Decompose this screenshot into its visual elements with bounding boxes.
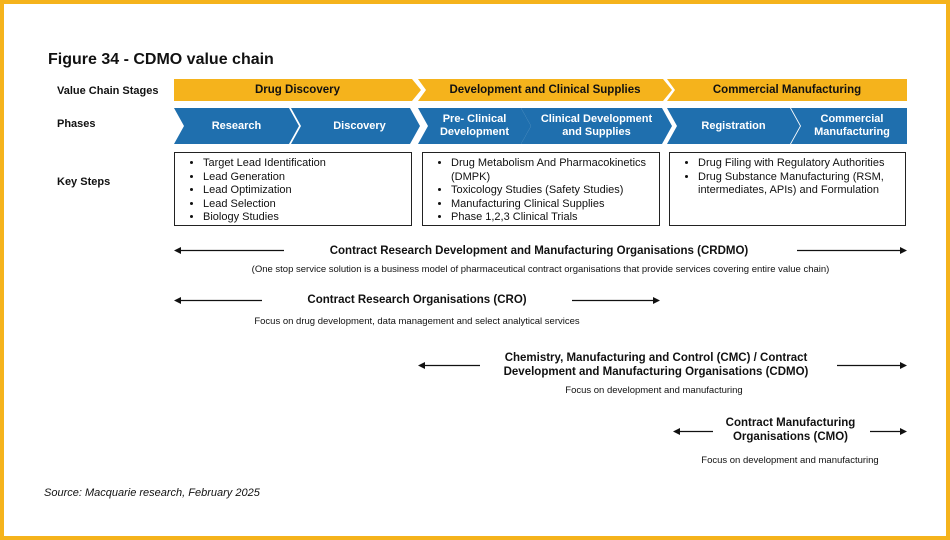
stage-label: Drug Discovery	[254, 84, 340, 96]
phase-chevron-shape	[667, 108, 800, 144]
phase-chevron-shape	[521, 108, 672, 144]
phase-label: Commercial Manufacturing	[814, 113, 890, 138]
phase-chevron-shape	[291, 108, 420, 144]
cro-subtitle: Focus on drug development, data manageme…	[254, 316, 580, 327]
cmo-subtitle: Focus on development and manufacturing	[701, 455, 879, 466]
cro-left-arrow	[174, 296, 262, 305]
key-step-item: Drug Metabolism And Pharmacokinetics (DM…	[451, 157, 653, 184]
stage-arrow-shape	[418, 79, 672, 101]
phase-label: Discovery	[333, 119, 386, 132]
cdmo-subtitle: Focus on development and manufacturing	[565, 385, 743, 396]
row-label-phases: Phases	[57, 118, 96, 130]
phase-chevron-shape	[418, 108, 531, 144]
stage-drug-discovery: Drug Discovery	[174, 79, 421, 101]
phase-label: Pre- Clinical Development	[439, 113, 510, 138]
key-step-item: Toxicology Studies (Safety Studies)	[451, 184, 653, 198]
phase-discovery: Discovery	[291, 108, 420, 144]
key-step-item: Drug Substance Manufacturing (RSM, inter…	[698, 171, 899, 198]
stage-commercial-manufacturing: Commercial Manufacturing	[667, 79, 907, 101]
crdmo-right-arrow	[797, 246, 907, 255]
key-step-item: Phase 1,2,3 Clinical Trials	[451, 211, 653, 225]
cmo-right-arrow	[870, 427, 907, 436]
key-steps-box-commercial: Drug Filing with Regulatory Authorities …	[669, 152, 906, 226]
key-step-item: Lead Optimization	[203, 184, 405, 198]
crdmo-left-arrow	[174, 246, 284, 255]
phase-label: Research	[211, 119, 262, 132]
phase-research: Research	[174, 108, 299, 144]
phase-chevron-shape	[791, 108, 907, 144]
row-label-stages: Value Chain Stages	[57, 85, 159, 97]
crdmo-title: Contract Research Development and Manufa…	[329, 245, 749, 257]
phase-commercial-manufacturing: Commercial Manufacturing	[791, 108, 907, 144]
phase-clinical-development: Clinical Development and Supplies	[521, 108, 672, 144]
key-step-item: Manufacturing Clinical Supplies	[451, 198, 653, 212]
crdmo-subtitle: (One stop service solution is a business…	[251, 264, 830, 275]
key-step-item: Lead Selection	[203, 198, 405, 212]
source-note: Source: Macquarie research, February 202…	[44, 487, 260, 499]
figure-title: Figure 34 - CDMO value chain	[48, 51, 274, 68]
stage-label: Development and Clinical Supplies	[449, 84, 641, 96]
cmo-title: Contract Manufacturing Organisations (CM…	[725, 417, 856, 443]
cdmo-right-arrow	[837, 361, 907, 370]
cmo-left-arrow	[673, 427, 713, 436]
key-steps-box-discovery: Target Lead Identification Lead Generati…	[174, 152, 412, 226]
stage-development-clinical: Development and Clinical Supplies	[418, 79, 672, 101]
stage-label: Commercial Manufacturing	[712, 84, 862, 96]
stage-arrow-shape	[667, 79, 907, 101]
key-step-item: Biology Studies	[203, 211, 405, 225]
key-step-item: Target Lead Identification	[203, 157, 405, 171]
phase-pre-clinical: Pre- Clinical Development	[418, 108, 531, 144]
stage-arrow-shape	[174, 79, 421, 101]
row-label-key-steps: Key Steps	[57, 176, 111, 188]
key-step-item: Lead Generation	[203, 171, 405, 185]
phase-chevron-shape	[174, 108, 299, 144]
cdmo-left-arrow	[418, 361, 480, 370]
phase-label: Clinical Development and Supplies	[540, 113, 653, 138]
key-steps-box-development: Drug Metabolism And Pharmacokinetics (DM…	[422, 152, 660, 226]
phase-registration: Registration	[667, 108, 800, 144]
cdmo-title: Chemistry, Manufacturing and Control (CM…	[503, 352, 809, 378]
cro-title: Contract Research Organisations (CRO)	[307, 294, 527, 306]
phase-label: Registration	[701, 119, 766, 132]
cro-right-arrow	[572, 296, 660, 305]
key-step-item: Drug Filing with Regulatory Authorities	[698, 157, 899, 171]
